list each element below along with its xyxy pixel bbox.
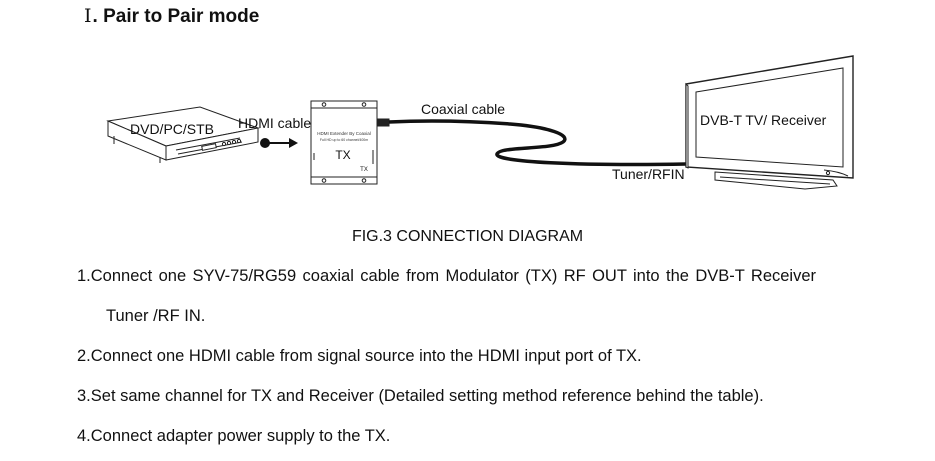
source-device [106, 106, 260, 163]
tx-device-subtitle: Full HD up to 60 channel/400m [320, 138, 368, 142]
instruction-step-3: 3.Set same channel for TX and Receiver (… [77, 387, 764, 405]
tv-receiver [685, 55, 854, 190]
tuner-label: Tuner/RFIN [612, 166, 685, 182]
tx-device-label: TX [335, 148, 350, 162]
instruction-step-1-continued: Tuner /RF IN. [106, 307, 206, 325]
instruction-step-4: 4.Connect adapter power supply to the TX… [77, 427, 391, 445]
section-numeral: Ⅰ [84, 5, 92, 27]
hdmi-cable-label: HDMI cable [238, 115, 311, 131]
tx-device-title: HDMI Extender By Coaxial [317, 131, 371, 136]
figure-caption: FIG.3 CONNECTION DIAGRAM [351, 228, 584, 245]
tx-device [310, 100, 390, 185]
tx-port-label: TX [360, 167, 368, 173]
coaxial-cable [388, 119, 687, 167]
tv-receiver-label: DVB-T TV/ Receiver [700, 112, 827, 128]
section-heading: Ⅰ. Pair to Pair mode [84, 5, 259, 28]
coaxial-cable-label: Coaxial cable [421, 101, 505, 117]
instruction-step-1: 1.Connect one SYV-75/RG59 coaxial cable … [77, 267, 817, 285]
instruction-step-2: 2.Connect one HDMI cable from signal sou… [77, 347, 642, 365]
connection-diagram: DVD/PC/STB HDMI cable HDMI Extender By C… [106, 55, 854, 190]
hdmi-arrow-icon [260, 138, 298, 148]
section-title: . Pair to Pair mode [92, 6, 260, 27]
source-label: DVD/PC/STB [130, 121, 214, 137]
